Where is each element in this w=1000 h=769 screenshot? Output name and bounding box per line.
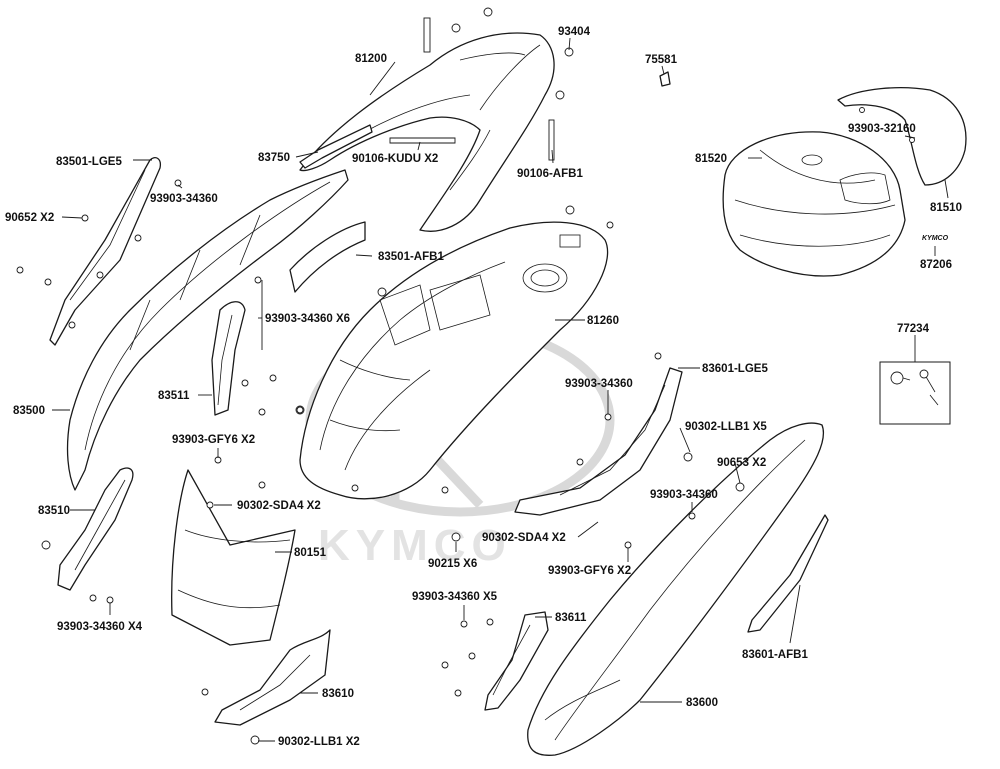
label-93903-34360-x6: 93903-34360 X6: [265, 313, 350, 325]
part-83611: [484, 611, 549, 711]
label-81200: 81200: [355, 53, 387, 65]
label-81260: 81260: [587, 315, 619, 327]
part-80151-lower-cover: [171, 469, 296, 646]
label-93903-34360-b: 93903-34360: [565, 378, 633, 390]
part-83510: [57, 467, 134, 591]
part-83601-afb1: [747, 514, 829, 633]
part-75581-clip: [659, 71, 671, 87]
part-83600-right-cover: [527, 422, 825, 756]
label-93903-34360-x5: 93903-34360 X5: [412, 591, 498, 603]
label-83600: 83600: [686, 697, 718, 709]
label-90106-afb1: 90106-AFB1: [517, 168, 583, 180]
part-77234-key-set: [879, 361, 951, 425]
label-75581: 75581: [645, 54, 678, 66]
label-83601-lge5: 83601-LGE5: [702, 363, 768, 375]
part-83501-lge5: [49, 157, 161, 346]
fasteners-scattered: [16, 179, 745, 745]
label-93903-34360-c: 93903-34360: [650, 489, 718, 501]
label-87206: 87206: [920, 259, 952, 271]
label-93903-34360-x4: 93903-34360 X4: [57, 621, 143, 633]
label-90215: 90215 X6: [428, 558, 477, 570]
watermark-text: KYMCO: [318, 521, 512, 570]
part-labels: 81200 93404 75581 83750 90106-KUDU X2 90…: [5, 26, 962, 748]
label-93903-32160: 93903-32160: [848, 123, 916, 135]
label-93903-gfy6-a: 93903-GFY6 X2: [172, 434, 255, 446]
label-90302-llb1-x5: 90302-LLB1 X5: [685, 421, 767, 433]
part-83511: [211, 301, 246, 416]
fasteners-top: [389, 7, 574, 161]
part-83601-lge5: [514, 367, 683, 516]
label-93903-gfy6-b: 93903-GFY6 X2: [548, 565, 631, 577]
label-93903-34360-a: 93903-34360: [150, 193, 218, 205]
label-90302-sda4-b: 90302-SDA4 X2: [482, 532, 566, 544]
label-83500: 83500: [13, 405, 45, 417]
part-81260-helmet-box: [299, 221, 609, 500]
label-83610: 83610: [322, 688, 354, 700]
label-83511: 83511: [158, 390, 190, 402]
part-81200-rear-rail: [299, 32, 555, 232]
leader-lines: [52, 37, 949, 742]
label-83510: 83510: [38, 505, 70, 517]
label-83601-afb1: 83601-AFB1: [742, 649, 808, 661]
label-81520: 81520: [695, 153, 727, 165]
label-83750: 83750: [258, 152, 290, 164]
label-83501-lge5: 83501-LGE5: [56, 156, 122, 168]
badge-text: KYMCO: [922, 235, 949, 242]
label-83501-afb1: 83501-AFB1: [378, 251, 444, 263]
label-83611: 83611: [555, 612, 587, 624]
part-83610: [214, 629, 331, 726]
label-93404: 93404: [558, 26, 591, 38]
part-81510-backrest: [837, 87, 967, 186]
label-90302-sda4-a: 90302-SDA4 X2: [237, 500, 321, 512]
label-77234: 77234: [897, 323, 930, 335]
label-81510: 81510: [930, 202, 962, 214]
label-90652: 90652 X2: [5, 212, 54, 224]
part-83500-left-cover: [66, 169, 349, 491]
part-83501-afb1: [289, 221, 366, 293]
kymco-badge-87206: KYMCO: [922, 235, 949, 242]
label-90302-llb1-x2: 90302-LLB1 X2: [278, 736, 360, 748]
label-80151: 80151: [294, 547, 327, 559]
part-81520-top-case: [722, 131, 906, 277]
label-90653: 90653 X2: [717, 457, 766, 469]
part-83750-strip: [299, 124, 373, 169]
label-90106-kudu: 90106-KUDU X2: [352, 153, 438, 165]
